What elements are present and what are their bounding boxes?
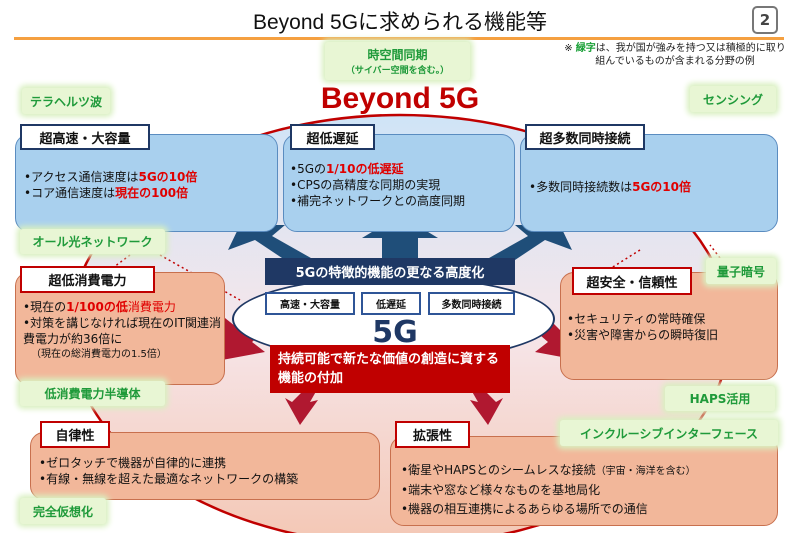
label-subtext: （サイバー空間を含む。）	[345, 66, 450, 76]
banner-new-value: 持続可能で新たな価値の創造に資する機能の付加	[270, 345, 510, 393]
list-item: •セキュリティの常時確保	[567, 312, 706, 326]
header-high-speed: 超高速・大容量	[20, 124, 150, 150]
list-item: •端末や窓など様々なものを基地局化	[401, 483, 601, 497]
title-divider	[14, 37, 784, 40]
list-item: •多数同時接続数は5Gの10倍	[529, 180, 691, 194]
header-massive: 超多数同時接続	[525, 124, 645, 150]
label-quantum: 量子暗号	[706, 258, 776, 284]
label-inclusive: インクルーシブインターフェース	[560, 420, 778, 446]
note-text: は、我が国が強みを持つ又は積極的に取り組んでいるものが含まれる分野の例	[595, 43, 786, 67]
list-item: •対策を講じなければ現在のIT関連消費電力が約36倍に	[23, 316, 221, 346]
header-autonomy: 自律性	[40, 421, 110, 448]
list-item: •ゼロタッチで機器が自律的に連携	[39, 456, 227, 470]
header-low-latency: 超低遅延	[290, 124, 375, 150]
header-extension: 拡張性	[395, 421, 470, 448]
list-item: •5Gの1/10の低遅延	[290, 162, 404, 176]
list-item: •コア通信速度は現在の100倍	[24, 186, 189, 200]
mini-high-speed: 高速・大容量	[265, 292, 355, 315]
legend-note: ※ 緑字は、我が国が強みを持つ又は積極的に取り組んでいるものが含まれる分野の例	[560, 42, 790, 68]
box-massive: •多数同時接続数は5Gの10倍	[520, 134, 778, 232]
page-title: Beyond 5Gに求められる機能等	[252, 11, 548, 34]
box-low-latency: •5Gの1/10の低遅延 •CPSの高精度な同期の実現 •補完ネットワークとの高…	[283, 134, 515, 232]
list-note: （現在の総消費電力の1.5倍）	[31, 349, 167, 360]
banner-advancement: 5Gの特徴的機能の更なる高度化	[265, 258, 515, 285]
5g-label: 5G	[372, 315, 418, 350]
list-item: •衛星やHAPSとのシームレスな接続（宇宙・海洋を含む）	[401, 463, 696, 477]
list-item: •有線・無線を超えた最適なネットワークの構築	[39, 472, 299, 486]
label-low-power-semi: 低消費電力半導体	[20, 381, 165, 406]
arrow-down-bl	[285, 388, 318, 425]
box-extension: •衛星やHAPSとのシームレスな接続（宇宙・海洋を含む） •端末や窓など様々なも…	[390, 436, 778, 526]
page-number: 2	[752, 6, 778, 34]
list-item: •補完ネットワークとの高度同期	[290, 194, 465, 208]
mini-massive: 多数同時接続	[428, 292, 515, 315]
label-terahertz: テラヘルツ波	[22, 88, 110, 114]
list-item: •現在の1/100の低消費電力	[23, 300, 176, 314]
mini-low-latency: 低遅延	[361, 292, 421, 315]
label-all-optical: オール光ネットワーク	[20, 229, 165, 254]
header-security: 超安全・信頼性	[572, 267, 692, 295]
label-jikukan: 時空間同期 （サイバー空間を含む。）	[325, 42, 470, 80]
label-virtualization: 完全仮想化	[20, 498, 106, 524]
label-text: 時空間同期	[367, 48, 428, 62]
list-item: •災害や障害からの瞬時復旧	[567, 328, 719, 342]
beyond-5g-heading: Beyond 5G	[320, 82, 480, 115]
list-item: •アクセス通信速度は5Gの10倍	[24, 170, 198, 184]
list-item: •機器の相互連携によるあらゆる場所での通信	[401, 502, 648, 516]
label-sensing: センシング	[690, 86, 776, 112]
note-green-word: 緑字	[575, 43, 596, 54]
arrow-up-center	[362, 215, 438, 258]
list-item: •CPSの高精度な同期の実現	[290, 178, 441, 192]
note-mark: ※	[564, 43, 573, 54]
arrow-down-br	[470, 388, 503, 425]
header-low-power: 超低消費電力	[20, 266, 155, 293]
label-haps: HAPS活用	[665, 386, 775, 411]
